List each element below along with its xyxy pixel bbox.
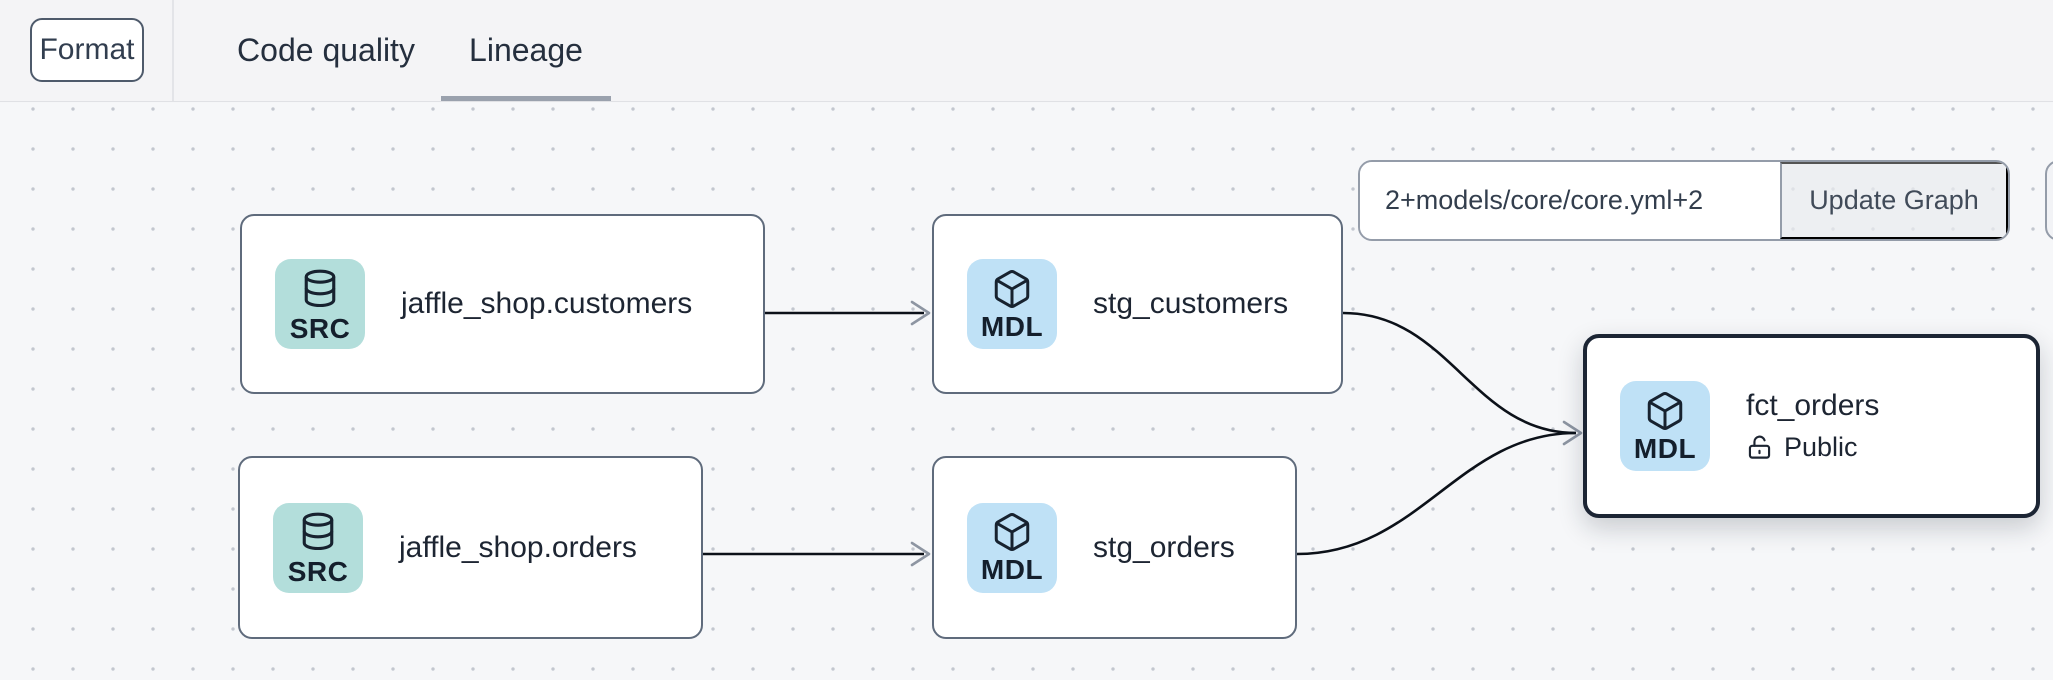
edge-stg-customers-to-fct-orders	[1342, 311, 1577, 435]
update-graph-button[interactable]: Update Graph	[1780, 162, 2008, 239]
clipped-right-control[interactable]	[2045, 160, 2053, 241]
graph-selector-group: 2+models/core/core.yml+2 Update Graph	[1358, 160, 2010, 241]
node-title: jaffle_shop.orders	[399, 530, 637, 564]
node-jaffle-shop-customers[interactable]: SRC jaffle_shop.customers	[240, 214, 765, 394]
node-title: stg_orders	[1093, 530, 1235, 564]
tab-lineage-label: Lineage	[469, 32, 583, 68]
model-type-tile: MDL	[967, 259, 1057, 349]
tab-code-quality-label: Code quality	[237, 32, 415, 68]
node-type-badge: MDL	[980, 554, 1044, 585]
node-access-row: Public	[1746, 432, 1879, 463]
topbar-divider	[172, 0, 174, 101]
node-title: fct_orders	[1746, 389, 1880, 422]
source-type-tile: SRC	[273, 502, 363, 593]
node-access-label: Public	[1784, 432, 1858, 462]
model-type-tile: MDL	[1620, 381, 1710, 471]
node-type-badge: SRC	[289, 312, 351, 344]
lineage-canvas[interactable]: SRC jaffle_shop.customers MDL stg_custom…	[0, 103, 2053, 680]
edge-stg-orders-to-fct-orders	[1296, 431, 1577, 556]
node-jaffle-shop-orders[interactable]: SRC jaffle_shop.orders	[238, 456, 703, 639]
tab-code-quality[interactable]: Code quality	[228, 0, 424, 101]
cube-icon	[994, 513, 1030, 551]
toolbar-topbar: Format Code quality Lineage	[0, 0, 2053, 102]
arrowhead-icon	[910, 300, 931, 326]
format-button[interactable]: Format	[30, 18, 144, 82]
cube-icon	[994, 269, 1030, 308]
arrowhead-icon	[1562, 420, 1583, 446]
database-icon	[302, 512, 334, 551]
model-type-tile: MDL	[967, 502, 1057, 593]
selector-input[interactable]: 2+models/core/core.yml+2	[1360, 162, 1780, 239]
node-type-badge: SRC	[287, 556, 349, 587]
node-stg-customers[interactable]: MDL stg_customers	[932, 214, 1343, 394]
node-type-badge: MDL	[1633, 432, 1697, 464]
node-title: stg_customers	[1093, 287, 1289, 320]
node-type-badge: MDL	[980, 310, 1044, 342]
node-title: jaffle_shop.customers	[401, 287, 693, 320]
source-type-tile: SRC	[275, 259, 365, 349]
node-stg-orders[interactable]: MDL stg_orders	[932, 456, 1297, 639]
node-fct-orders[interactable]: MDL fct_orders Public	[1583, 334, 2040, 518]
unlock-icon	[1748, 435, 1771, 459]
database-icon	[304, 269, 336, 307]
tab-lineage[interactable]: Lineage	[426, 0, 626, 101]
active-tab-underline	[441, 96, 611, 101]
arrowhead-icon	[910, 541, 931, 567]
cube-icon	[1647, 391, 1683, 430]
